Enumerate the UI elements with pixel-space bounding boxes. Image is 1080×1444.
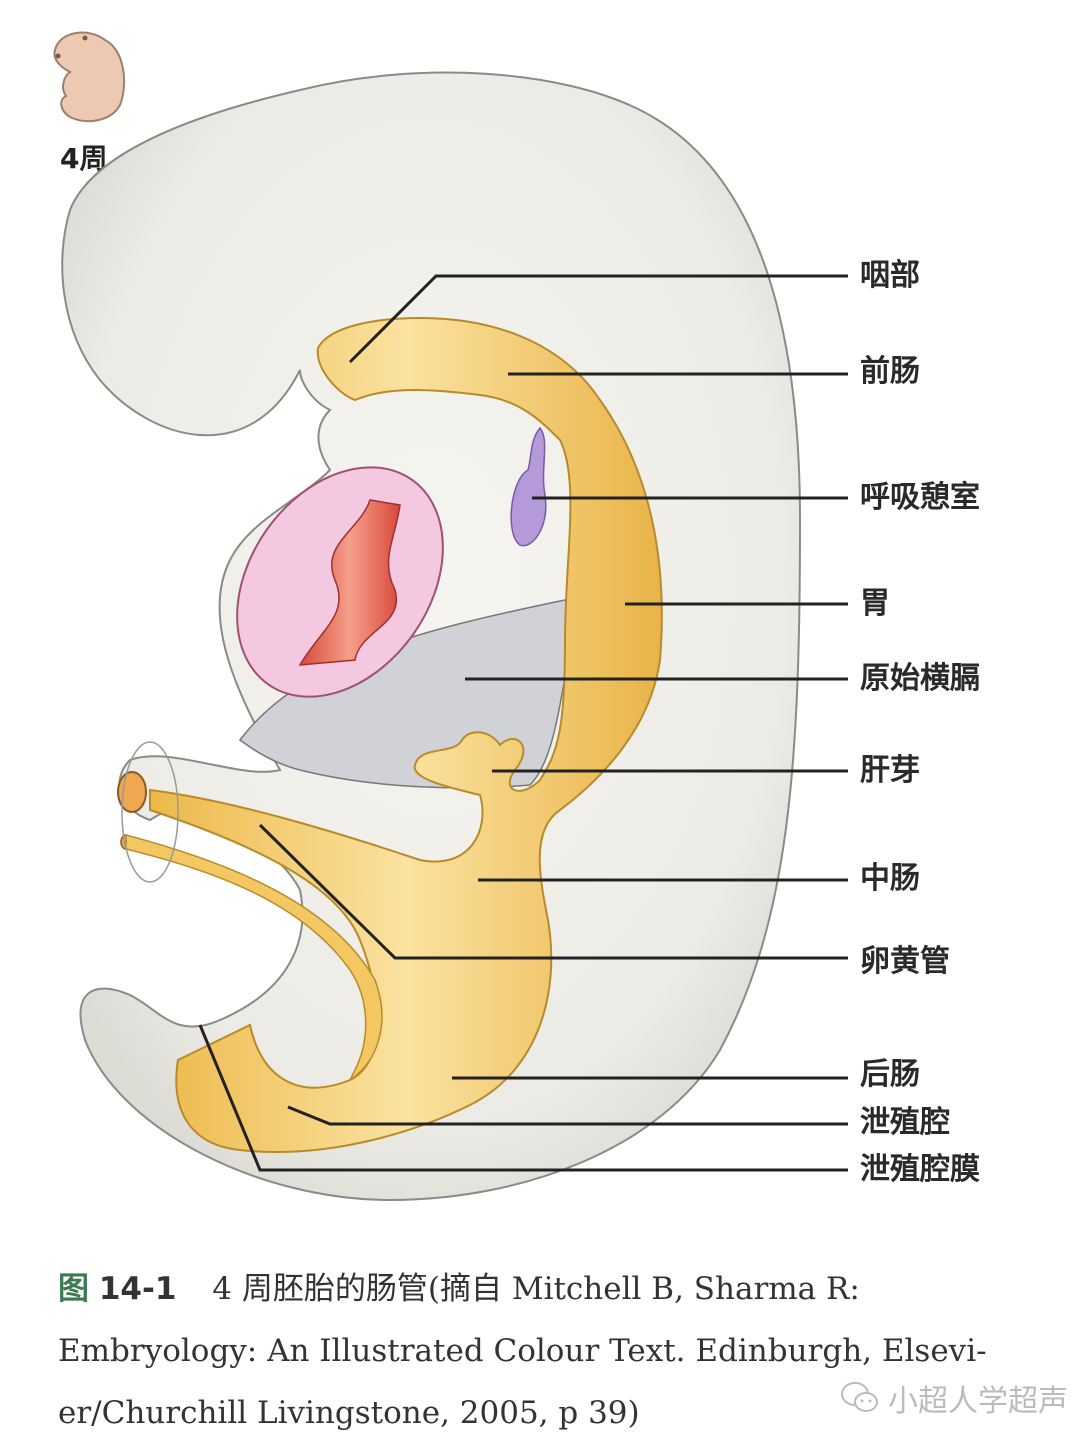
label-foregut: 前肠: [860, 354, 920, 389]
watermark-text: 小超人学超声: [888, 1384, 1068, 1419]
label-midgut: 中肠: [860, 861, 920, 896]
label-cloacal-membrane: 泄殖腔膜: [860, 1152, 980, 1187]
heart-tube: [298, 499, 401, 666]
gut-tube: [149, 316, 663, 1153]
respiratory-diverticulum-shape: [510, 426, 547, 547]
allantois: [125, 834, 383, 1083]
figure-prefix: 图: [58, 1271, 89, 1307]
caption-line-2: Embryology: An Illustrated Colour Text. …: [58, 1333, 987, 1369]
figure-caption: 图 14-1 4 周胚胎的肠管(摘自 Mitchell B, Sharma R:…: [58, 1258, 1048, 1444]
wechat-icon: [841, 1382, 878, 1412]
label-cloaca: 泄殖腔: [860, 1105, 950, 1140]
umbilical-ring: [121, 741, 179, 883]
caption-text-1: 4 周胚胎的肠管(摘自 Mitchell B, Sharma R:: [212, 1271, 860, 1307]
label-septum-transversum: 原始横膈: [860, 661, 980, 696]
label-hindgut: 后肠: [860, 1057, 920, 1092]
caption-line-3: er/Churchill Livingstone, 2005, p 39): [58, 1395, 640, 1431]
embryo-thumbnail-icon: [53, 31, 126, 123]
figure-number: 14-1: [98, 1271, 177, 1307]
caption-line-1: 图 14-1 4 周胚胎的肠管(摘自 Mitchell B, Sharma R:: [58, 1258, 1048, 1320]
thumbnail-label: 4周: [60, 142, 107, 175]
watermark: 小超人学超声: [840, 1376, 1068, 1420]
label-liver-bud: 肝芽: [860, 753, 920, 788]
label-pharynx: 咽部: [860, 258, 920, 293]
label-respiratory-diverticulum: 呼吸憩室: [860, 480, 980, 515]
leader-lines: [198, 274, 848, 1172]
label-stomach: 胃: [860, 586, 890, 621]
label-vitelline-duct: 卵黄管: [860, 944, 950, 979]
